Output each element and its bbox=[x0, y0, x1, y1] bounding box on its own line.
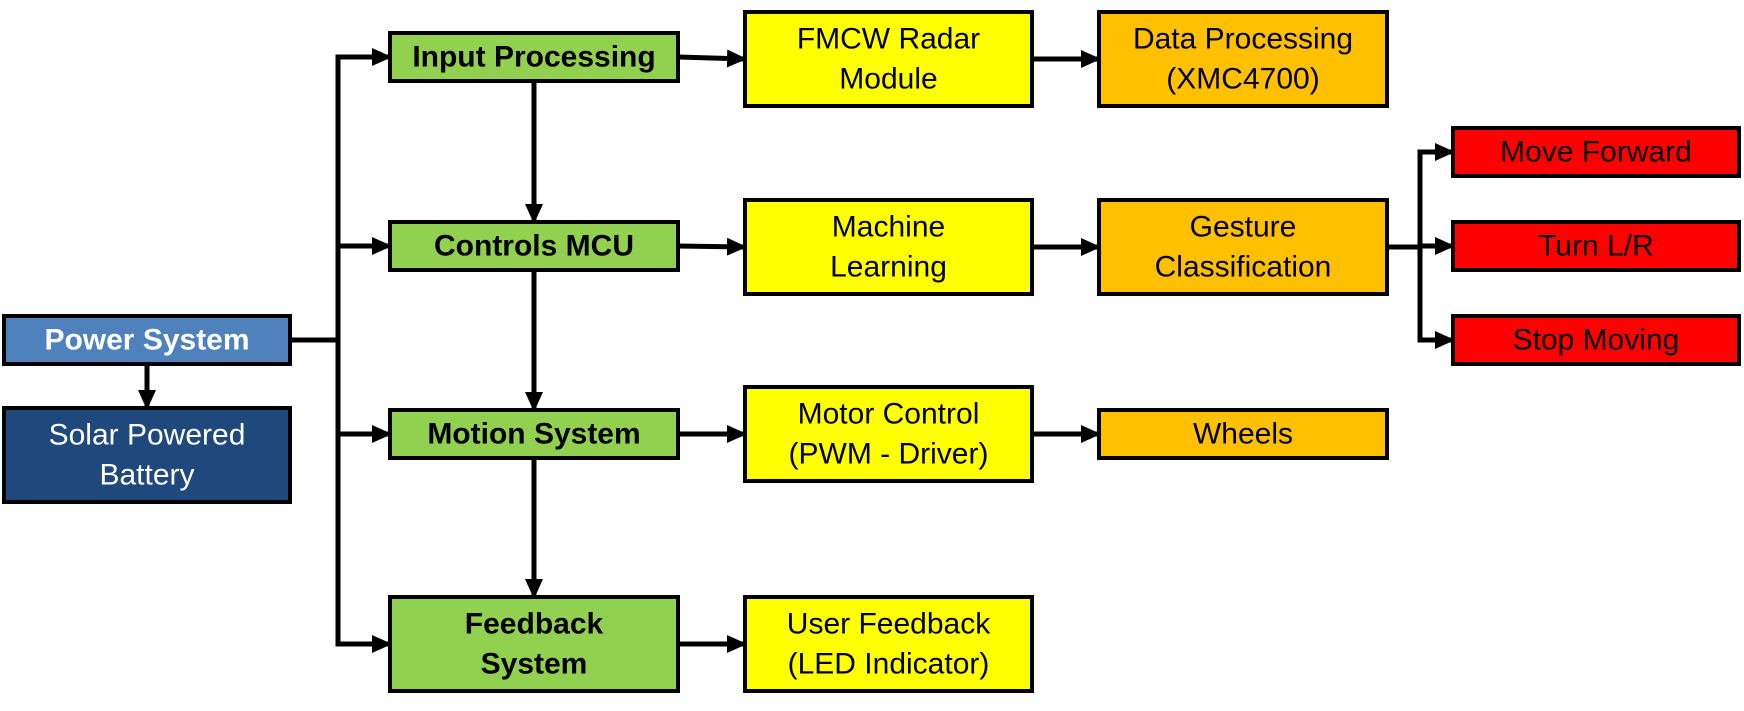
node-label-move-forward-line-0: Move Forward bbox=[1500, 136, 1692, 169]
node-label-user-feedback-line-1: (LED Indicator) bbox=[788, 648, 990, 681]
arrow-power-system-to-feedback-system bbox=[290, 337, 392, 653]
arrow-controls-mcu-to-machine-learning bbox=[677, 237, 747, 256]
node-box-move-forward bbox=[1451, 126, 1741, 178]
arrow-power-system-to-controls-mcu bbox=[290, 237, 392, 343]
node-label-gesture-classification-line-1: Classification bbox=[1155, 251, 1332, 284]
node-label-machine-learning-line-0: Machine bbox=[832, 211, 945, 244]
node-label-feedback-system-line-1: System bbox=[481, 648, 588, 681]
node-move-forward: Move Forward bbox=[1451, 126, 1741, 178]
node-box-feedback-system bbox=[388, 595, 680, 693]
node-box-data-processing bbox=[1097, 10, 1389, 108]
node-label-motion-system-line-0: Motion System bbox=[427, 418, 640, 451]
arrow-input-processing-to-fmcw-radar bbox=[677, 49, 747, 68]
node-label-motor-control-line-0: Motor Control bbox=[798, 398, 980, 431]
node-box-user-feedback bbox=[743, 595, 1034, 693]
node-label-power-system-line-0: Power System bbox=[44, 324, 249, 357]
node-label-user-feedback-line-0: User Feedback bbox=[787, 608, 991, 641]
node-label-controls-mcu-line-0: Controls MCU bbox=[434, 230, 634, 263]
node-label-wheels-line-0: Wheels bbox=[1193, 418, 1293, 451]
node-input-processing: Input Processing bbox=[388, 31, 680, 83]
node-box-motor-control bbox=[743, 385, 1034, 483]
node-controls-mcu: Controls MCU bbox=[388, 220, 680, 272]
node-box-solar-battery bbox=[2, 406, 292, 504]
node-data-processing: Data Processing (XMC4700) bbox=[1097, 10, 1389, 108]
node-power-system: Power System bbox=[2, 314, 292, 366]
node-label-motor-control-line-1: (PWM - Driver) bbox=[789, 438, 989, 471]
node-label-data-processing-line-0: Data Processing bbox=[1133, 23, 1353, 56]
node-box-turn-lr bbox=[1451, 220, 1741, 272]
node-label-stop-moving-line-0: Stop Moving bbox=[1513, 324, 1680, 357]
node-label-solar-battery-line-1: Battery bbox=[99, 459, 194, 492]
node-box-machine-learning bbox=[743, 198, 1034, 296]
node-box-input-processing bbox=[388, 31, 680, 83]
node-label-fmcw-radar-line-1: Module bbox=[839, 63, 937, 96]
node-motor-control: Motor Control (PWM - Driver) bbox=[743, 385, 1034, 483]
node-box-power-system bbox=[2, 314, 292, 366]
node-label-solar-battery-line-0: Solar Powered bbox=[49, 419, 246, 452]
node-label-machine-learning-line-1: Learning bbox=[830, 251, 947, 284]
node-label-data-processing-line-1: (XMC4700) bbox=[1166, 63, 1319, 96]
node-label-fmcw-radar-line-0: FMCW Radar bbox=[797, 23, 980, 56]
node-box-motion-system bbox=[388, 408, 680, 460]
node-stop-moving: Stop Moving bbox=[1451, 314, 1741, 366]
node-label-input-processing-line-0: Input Processing bbox=[412, 41, 655, 74]
node-box-gesture-classification bbox=[1097, 198, 1389, 296]
arrow-gesture-classification-to-stop-moving bbox=[1387, 244, 1455, 349]
node-box-wheels bbox=[1097, 408, 1389, 460]
arrow-gesture-classification-to-move-forward bbox=[1387, 143, 1455, 250]
node-box-controls-mcu bbox=[388, 220, 680, 272]
node-box-fmcw-radar bbox=[743, 10, 1034, 108]
node-wheels: Wheels bbox=[1097, 408, 1389, 460]
node-label-feedback-system-line-0: Feedback bbox=[465, 608, 604, 641]
connector-layer bbox=[138, 48, 1455, 653]
node-label-turn-lr-line-0: Turn L/R bbox=[1538, 230, 1654, 263]
node-user-feedback: User Feedback (LED Indicator) bbox=[743, 595, 1034, 693]
node-turn-lr: Turn L/R bbox=[1451, 220, 1741, 272]
node-label-gesture-classification-line-0: Gesture bbox=[1190, 211, 1297, 244]
node-motion-system: Motion System bbox=[388, 408, 680, 460]
node-box-stop-moving bbox=[1451, 314, 1741, 366]
